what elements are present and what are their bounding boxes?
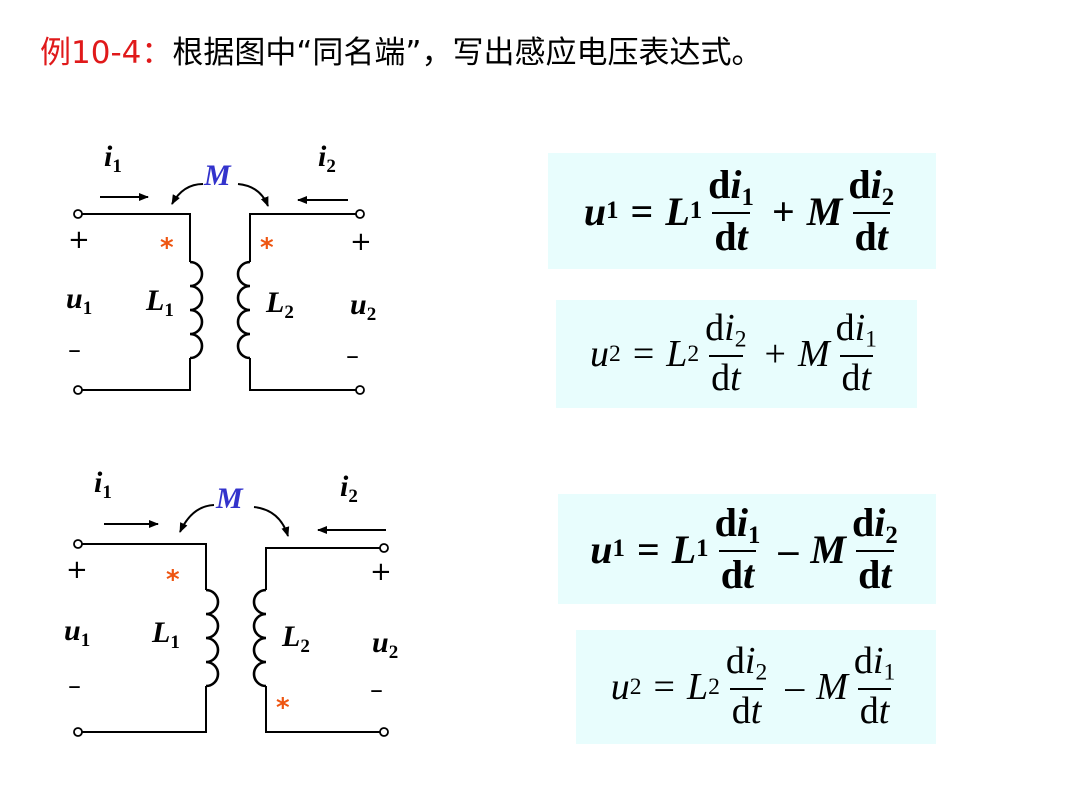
circuit-1-dot-l1: * (160, 233, 174, 263)
circuit-2-coil-l1 (205, 588, 220, 688)
circuit-1-dot-l2: * (260, 233, 274, 263)
circuit-2-u2-label: u2 (372, 626, 398, 663)
circuit-1-m-arc-right (237, 183, 269, 207)
circuit-2-terminal-br (379, 727, 389, 737)
circuit-2-dot-l2: * (276, 693, 290, 723)
circuit-1-plus-right: + (350, 227, 372, 257)
circuit-1-u1-label: u1 (66, 282, 92, 319)
circuit-1-minus-right: – (346, 341, 359, 371)
example-label: 例10-4： (40, 35, 173, 71)
circuit-2-dot-l1: * (166, 565, 180, 595)
formula-3-frac-1: di1 dt (714, 499, 761, 598)
circuit-1-terminal-tl (73, 209, 83, 219)
circuit-1-terminal-tr (355, 209, 365, 219)
circuit-2-i2-label: i2 (340, 470, 358, 507)
circuit-2-terminal-bl (73, 727, 83, 737)
formula-4-frac-1: di2 dt (725, 640, 768, 732)
formula-3-frac-2: di2 dt (851, 499, 898, 598)
circuit-1-left-wire (82, 213, 191, 391)
circuit-1-u2-label: u2 (350, 288, 376, 325)
circuit-2-m-label: M (215, 482, 244, 515)
circuit-1-terminal-br (355, 385, 365, 395)
circuit-1: i1 i2 M + + – – * * u1 L1 L2 u2 (66, 140, 376, 395)
title-text: 根据图中“同名端”，写出感应电压表达式。 (172, 35, 763, 71)
circuit-2: i1 i2 M + + – – * * u1 L1 L2 u2 (64, 466, 398, 737)
circuit-2-i1-label: i1 (94, 466, 112, 503)
circuit-1-minus-left: – (68, 335, 81, 365)
circuit-1-l1-label: L1 (145, 284, 174, 321)
circuit-2-m-arc-right (253, 506, 290, 537)
circuit-2-l1-label: L1 (151, 616, 180, 653)
slide-title: 例10-4：根据图中“同名端”，写出感应电压表达式。 (40, 28, 762, 78)
circuit-2-l2-label: L2 (281, 620, 310, 657)
formula-4-frac-2: di1 dt (853, 640, 896, 732)
circuit-1-coil-l1 (189, 260, 204, 360)
circuit-1-terminal-bl (73, 385, 83, 395)
circuit-2-minus-left: – (68, 671, 81, 701)
circuit-2-terminal-tl (73, 539, 83, 549)
circuit-2-minus-right: – (370, 675, 383, 705)
circuit-1-i1-label: i1 (104, 140, 122, 177)
circuit-1-right-wire (249, 213, 356, 391)
circuit-2-m-arc-left (179, 504, 215, 533)
circuit-1-l2-label: L2 (265, 286, 294, 323)
circuit-2-left-wire (82, 543, 207, 733)
circuit-1-plus-left: + (68, 225, 90, 255)
formula-1-frac-1: di1 dt (708, 161, 754, 260)
formula-1-frac-2: di2 dt (848, 161, 895, 260)
circuit-1-coil-l2 (236, 260, 251, 360)
circuit-2-terminal-tr (379, 543, 389, 553)
formula-2-frac-2: di1 dt (835, 307, 877, 399)
circuit-2-plus-right: + (370, 557, 392, 587)
circuit-2-coil-l2 (252, 588, 267, 688)
circuit-1-i2-label: i2 (318, 140, 336, 177)
circuit-1-m-label: M (203, 159, 232, 192)
circuit-2-right-wire (265, 547, 380, 733)
circuit-2-u1-label: u1 (64, 614, 90, 651)
formula-2-frac-1: di2 dt (705, 307, 747, 399)
circuit-1-m-arc-left (171, 183, 204, 205)
circuit-2-plus-left: + (66, 555, 88, 585)
